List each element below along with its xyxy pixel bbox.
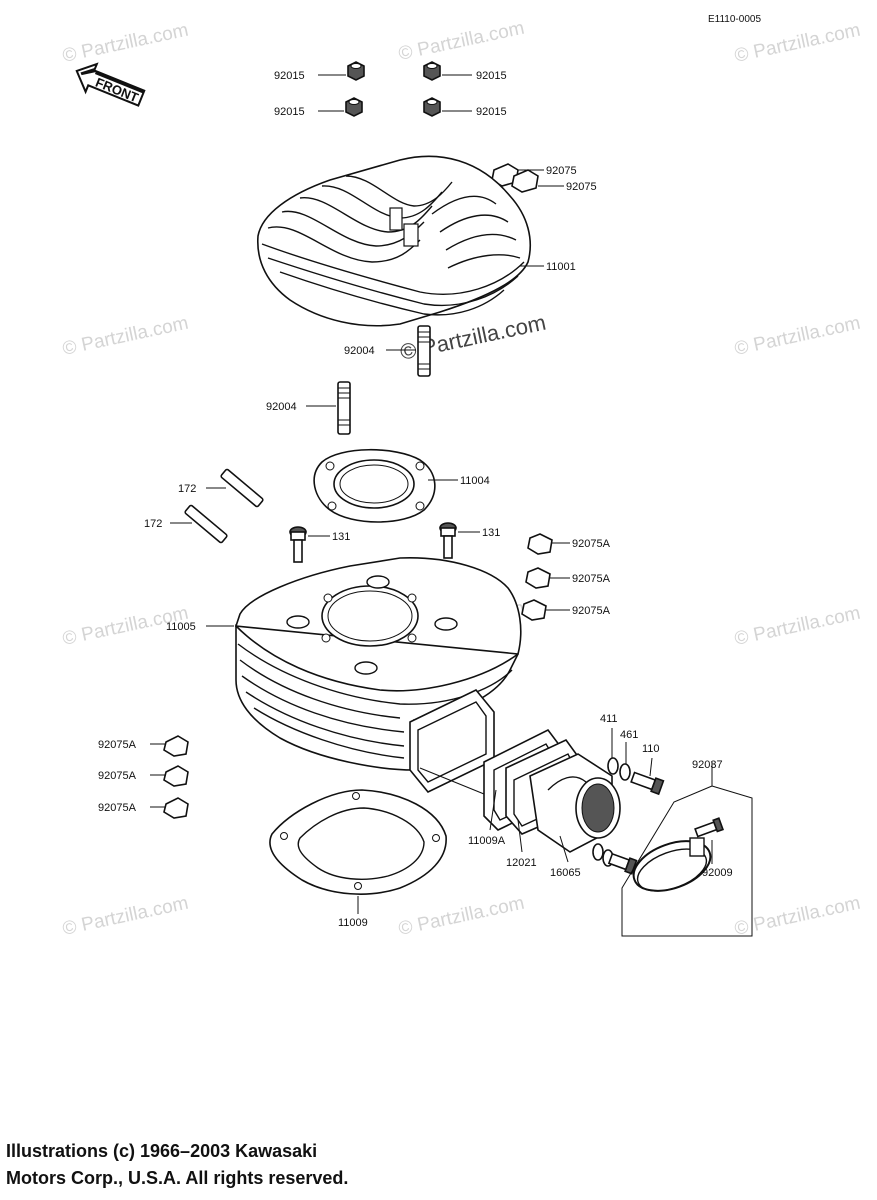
watermark: © Partzilla.com — [733, 603, 863, 650]
copyright-line: Illustrations (c) 1966–2003 Kawasaki — [6, 1141, 318, 1161]
part-label: 92075 — [546, 165, 577, 177]
part-label: 92075A — [572, 605, 611, 617]
part-label: 92015 — [476, 70, 507, 82]
part-label: 11009A — [468, 835, 506, 847]
stud-icon — [337, 325, 431, 435]
copyright-footer: Illustrations (c) 1966–2003 Kawasaki Mot… — [6, 1138, 348, 1192]
leader-line — [517, 819, 523, 853]
diagram-code: E1110-0005 — [708, 14, 762, 25]
part-label: 92015 — [274, 70, 305, 82]
part-label: 92015 — [476, 106, 507, 118]
copyright-line: Motors Corp., U.S.A. All rights reserved… — [6, 1168, 349, 1188]
part-label: 92075A — [98, 739, 137, 751]
watermark: © Partzilla.com — [397, 18, 527, 65]
part-label: 11004 — [460, 475, 490, 487]
part-label: 92075A — [572, 573, 611, 585]
part-label: 92004 — [266, 401, 297, 413]
cylinder-icon — [234, 557, 522, 793]
watermark: © Partzilla.com — [61, 20, 191, 67]
part-label: 131 — [332, 531, 350, 543]
part-label: 92004 — [344, 345, 375, 357]
leader-line — [489, 789, 497, 831]
damper-icon — [521, 533, 553, 621]
part-label: 172 — [178, 483, 196, 495]
part-label: 131 — [482, 527, 500, 539]
cylinder-head-icon — [257, 155, 532, 327]
nut-icon — [345, 61, 441, 117]
stud-icon — [184, 468, 264, 544]
part-label: 461 — [620, 729, 638, 741]
part-label: 92075A — [572, 538, 611, 550]
part-label: 172 — [144, 518, 162, 530]
watermark: © Partzilla.com — [61, 893, 191, 940]
part-label: 92075A — [98, 770, 137, 782]
base-gasket-icon — [269, 789, 447, 895]
nut-leaders — [318, 74, 472, 112]
hose-clamp-icon — [632, 837, 712, 892]
damper-icon — [163, 735, 189, 819]
watermark: © Partzilla.com — [61, 313, 191, 360]
part-label: 16065 — [550, 867, 581, 879]
part-label: 92075A — [98, 802, 137, 814]
part-label: 11005 — [166, 621, 196, 633]
intake-pipe-icon — [529, 753, 621, 853]
leader-line — [649, 757, 653, 777]
watermark: © Partzilla.com — [733, 313, 863, 360]
head-gasket-icon — [313, 448, 436, 523]
screw-icon — [694, 817, 724, 838]
watermark: © Partzilla.com — [397, 893, 527, 940]
part-label: 411 — [600, 713, 618, 725]
part-label: 92037 — [692, 759, 723, 771]
part-label: 92009 — [702, 867, 733, 879]
part-label: 11009 — [338, 917, 368, 929]
part-label: 12021 — [506, 857, 537, 869]
part-label: 11001 — [546, 261, 576, 273]
part-label: 92015 — [274, 106, 305, 118]
part-label: 92075 — [566, 181, 597, 193]
bolt-icon — [607, 771, 665, 875]
leader-line — [419, 767, 485, 795]
watermark: © Partzilla.com — [733, 20, 863, 67]
part-label: 110 — [642, 743, 660, 755]
front-arrow-icon: FRONT — [75, 62, 146, 107]
clamp-bracket — [621, 762, 753, 937]
bolt-icon — [289, 522, 457, 563]
leader-line — [559, 835, 569, 863]
